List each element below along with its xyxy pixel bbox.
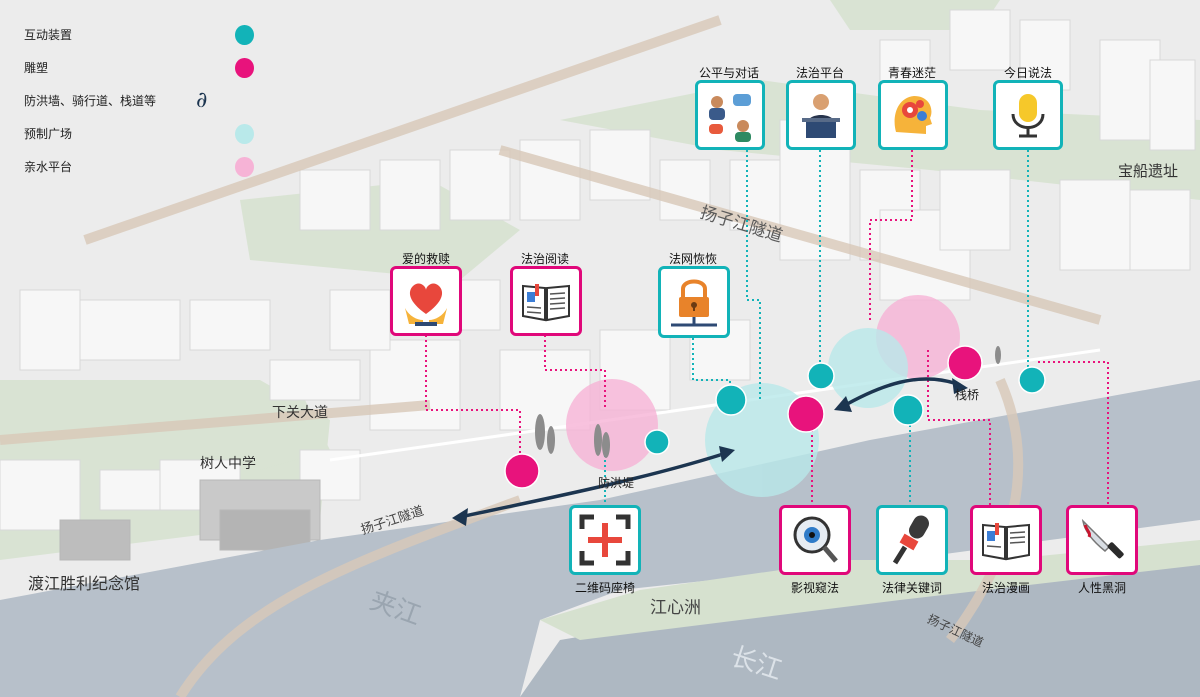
card-fair-dialogue[interactable] — [695, 80, 765, 150]
card-label-film-law: 影视窥法 — [790, 581, 840, 595]
gear-head-icon — [894, 96, 932, 134]
legend-item-plaza: 预制广场 — [24, 117, 254, 150]
map-legend: 互动装置 雕塑 防洪墙、骑行道、栈道等 ∂ 预制广场 亲水平台 — [24, 18, 254, 183]
label-shuren-school: 树人中学 — [200, 456, 256, 472]
card-law-comics[interactable] — [970, 505, 1042, 575]
label-trestle: 栈桥 — [955, 388, 980, 402]
knife-icon — [1081, 518, 1124, 559]
walkway-arrows — [452, 377, 968, 526]
card-human-dark[interactable] — [1066, 505, 1138, 575]
sculpture-markers — [504, 345, 983, 489]
card-label-law-comics: 法治漫画 — [981, 581, 1031, 595]
card-label-today-law: 今日说法 — [1003, 66, 1053, 80]
light-pink-dot-icon — [235, 156, 254, 177]
card-law-net[interactable] — [658, 266, 730, 338]
card-label-law-net: 法网恢恢 — [668, 252, 718, 266]
legend-label: 互动装置 — [24, 28, 73, 42]
label-xiaguan-road: 下关大道 — [272, 405, 328, 421]
magenta-dot-icon — [235, 57, 254, 78]
legend-label: 预制广场 — [24, 127, 73, 141]
magnifier-eye-icon — [793, 516, 838, 563]
comic-book-icon — [982, 523, 1030, 561]
card-film-law[interactable] — [779, 505, 851, 575]
card-law-platform[interactable] — [786, 80, 856, 150]
city-blocks-grey — [59, 479, 321, 561]
padlock-icon — [671, 279, 717, 327]
people-silhouettes — [535, 346, 1001, 458]
interactive-device-markers — [644, 362, 1046, 455]
legend-item-sculpture: 雕塑 — [24, 51, 254, 84]
dialogue-people-icon — [709, 94, 751, 142]
legend-item-waterfront: 亲水平台 — [24, 150, 254, 183]
card-label-fair-dialogue: 公平与对话 — [698, 66, 760, 80]
label-dujiang-memorial: 渡江胜利纪念馆 — [28, 574, 141, 593]
open-book-icon — [522, 284, 570, 322]
label-treasure-ship: 宝船遗址 — [1118, 162, 1179, 180]
news-microphone-icon — [892, 515, 929, 565]
legend-label: 防洪墙、骑行道、栈道等 — [24, 94, 157, 108]
legend-label: 雕塑 — [24, 61, 49, 75]
card-label-love-redemption: 爱的救赎 — [401, 252, 451, 266]
card-law-reading[interactable] — [510, 266, 582, 336]
legend-item-interactive: 互动装置 — [24, 18, 254, 51]
heart-hands-icon — [405, 283, 447, 326]
microphone-icon — [1011, 94, 1045, 138]
label-jiangxinzhou: 江心洲 — [650, 598, 701, 618]
card-today-law[interactable] — [993, 80, 1063, 150]
river-changjiang — [520, 560, 1200, 697]
label-flood-dike: 防洪堤 — [598, 476, 635, 490]
card-label-qr-bench: 二维码座椅 — [574, 581, 636, 595]
legend-item-floodwall: 防洪墙、骑行道、栈道等 ∂ — [24, 84, 254, 117]
squiggle-arrow-icon: ∂ — [196, 88, 208, 113]
card-label-youth-confusion: 青春迷茫 — [887, 66, 937, 80]
card-label-human-dark: 人性黑洞 — [1077, 581, 1127, 595]
card-label-law-keywords: 法律关键词 — [881, 581, 943, 595]
teal-dot-icon — [235, 24, 254, 45]
light-teal-dot-icon — [235, 123, 254, 144]
legend-label: 亲水平台 — [24, 160, 73, 174]
card-love-redemption[interactable] — [390, 266, 462, 336]
podium-speaker-icon — [802, 94, 840, 138]
card-qr-bench[interactable] — [569, 505, 641, 575]
city-blocks — [0, 9, 1196, 531]
card-law-keywords[interactable] — [876, 505, 948, 575]
card-label-law-platform: 法治平台 — [795, 66, 845, 80]
qr-scan-icon — [579, 514, 631, 566]
card-youth-confusion[interactable] — [878, 80, 948, 150]
card-label-law-reading: 法治阅读 — [520, 252, 570, 266]
